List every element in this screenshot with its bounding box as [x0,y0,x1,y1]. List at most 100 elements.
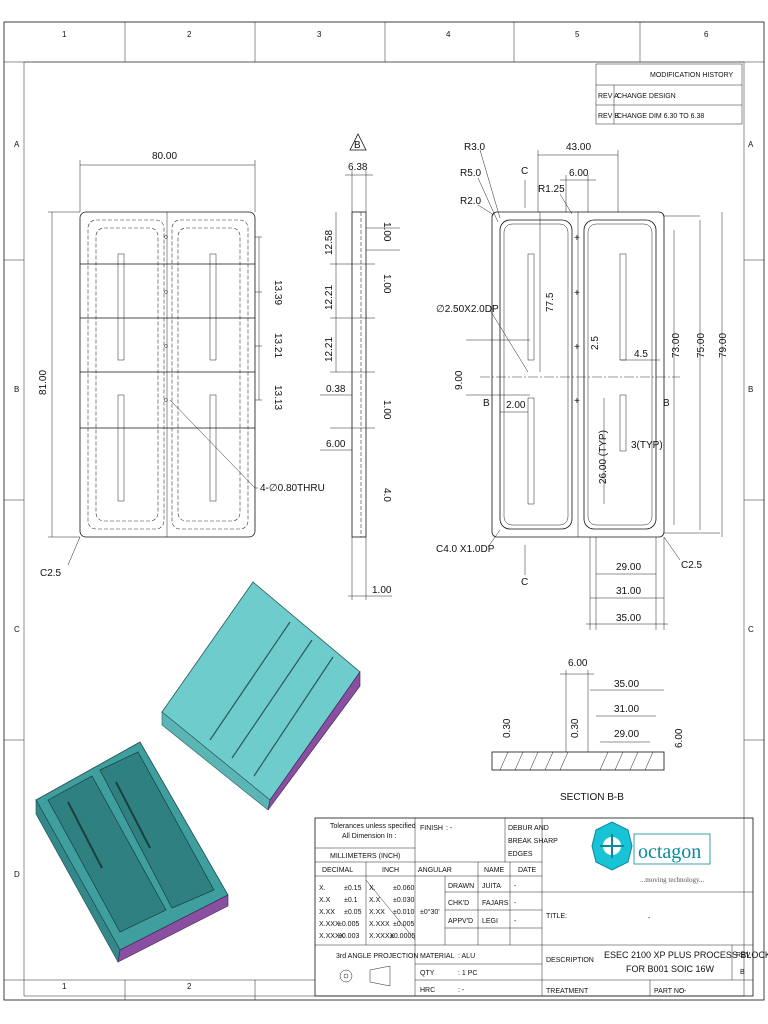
col-label-5: 5 [575,30,580,39]
title-val: - [648,915,651,922]
finish-label: FINISH [420,825,443,832]
dim-section-3: 12.21 [324,337,335,362]
bottom-col-label-1: 1 [62,982,67,991]
decimal-key-2: X.X [319,897,331,904]
material-val: : ALU [458,953,475,960]
decimal-key-1: X. [319,885,326,892]
role-drawn: DRAWN [448,883,474,890]
octagon-logo: octagon ...moving technology... [591,821,711,884]
finish-val: : - [446,825,453,832]
hdr-inch: INCH [382,867,399,874]
deburr-1: DEBUR AND [508,825,549,832]
label-c40: C4.0 X1.0DP [436,544,495,555]
col-label-6: 6 [704,30,709,39]
inch-key-3: X.XX [369,909,385,916]
hdr-name: NAME [484,867,505,874]
dim-038: 0.38 [326,384,346,395]
tolerance-note-2: All Dimension In : [342,833,397,840]
rev-a-text: CHANGE DESIGN [617,93,676,100]
inch-val-4: ±0.005 [393,921,414,928]
dim-900: 9.00 [454,370,465,390]
section-bb-view: 6.00 35.00 31.00 29.00 0.30 0.30 6.00 SE… [491,658,685,803]
dim-100-bottom: 1.00 [372,585,392,596]
angular-val: ±0°30' [420,908,440,916]
decimal-key-5: X.XXXX [319,933,345,940]
description-line-1: ESEC 2100 XP PLUS PROCESS BLOCK [604,950,768,960]
rev-label: REV [736,952,751,959]
projection-symbol-circle [339,969,353,983]
hrc-label: HRC [420,987,435,994]
name-approved: LEGI [482,918,498,925]
dim-7900: 79.00 [718,333,729,358]
role-approved: APPV'D [448,918,473,925]
dim-25: 2.5 [590,336,601,350]
partno-label: PART NO [654,988,685,995]
hrc-val: : - [458,987,465,994]
svg-text:+: + [574,288,580,299]
qty-label: QTY [420,970,435,977]
bb-dim-3100: 31.00 [614,704,639,715]
decimal-val-1: ±0.15 [344,885,362,892]
section-mark-b-right: B [663,398,670,409]
hdr-date: DATE [518,867,536,874]
label-r125: R1.25 [538,184,565,195]
label-c25-right: C2.5 [681,560,703,571]
label-r30: R3.0 [464,142,486,153]
dim-pitch-2: 13.21 [272,333,283,358]
dim-200: 2.00 [506,400,526,411]
dim-2900: 29.00 [616,562,641,573]
mod-history-title: MODIFICATION HISTORY [650,72,734,79]
decimal-val-4: ±0.005 [338,921,359,928]
date-approved: - [514,918,517,925]
col-label-2: 2 [187,30,192,39]
dim-height-81: 81.00 [38,370,49,395]
top-view: 80.00 81.00 13.39 13.21 13.13 4-∅0.80THR… [38,151,325,579]
dim-pitch-3: 13.13 [272,385,283,410]
decimal-key-3: X.XX [319,909,335,916]
dim-26-typ: 26.00 (TYP) [598,430,609,484]
bb-dim-3500: 35.00 [614,679,639,690]
section-marker-b: B [354,140,361,151]
title-block: Tolerances unless specified All Dimensio… [314,817,768,997]
qty-val: : 1 PC [458,970,477,977]
role-checked: CHK'D [448,900,469,907]
label-hole-dp: ∅2.50X2.0DP [436,304,499,315]
row-label-d-left: D [14,870,20,879]
rev-b-text: CHANGE DIM 6.30 TO 6.38 [617,113,704,120]
dim-775: 77.5 [545,292,556,312]
name-checked: FAJARS [482,900,509,907]
col-label-1: 1 [62,30,67,39]
inch-key-5: X.XXXX [369,933,395,940]
row-label-c-right: C [748,625,754,634]
inch-val-2: ±0.030 [393,897,414,904]
inch-val-1: ±0.060 [393,885,414,892]
bb-dim-600-right: 6.00 [674,728,685,748]
deburr-3: EDGES [508,851,533,858]
inch-key-1: X. [369,885,376,892]
label-holes: 4-∅0.80THRU [260,483,325,494]
dim-7500: 75.00 [696,333,707,358]
rev-b-label: REV B [598,113,619,120]
inch-key-2: X.X [369,897,381,904]
dim-45: 4.5 [634,349,648,360]
section-mark-c-top: C [521,166,528,177]
inch-val-5: ±0.0005 [390,933,415,940]
dim-section-r2: 1.00 [381,274,392,294]
treatment-label: TREATMENT [546,988,589,995]
row-label-b-right: B [748,385,753,394]
dim-600-top: 6.00 [569,168,589,179]
row-label-b-left: B [14,385,19,394]
row-label-a-left: A [14,140,20,149]
svg-text:+: + [574,233,580,244]
col-label-3: 3 [317,30,322,39]
description-label: DESCRIPTION [546,957,594,964]
svg-text:+: + [574,342,580,353]
right-view: ++ ++ 43.00 6.00 R3.0 R5.0 R2.0 R1.25 C … [436,142,729,630]
hdr-angular: ANGULAR [418,867,452,874]
decimal-key-4: X.XXX [319,921,340,928]
rev-a-label: REV A [598,93,619,100]
svg-text:+: + [574,396,580,407]
dim-43: 43.00 [566,142,591,153]
inch-val-3: ±0.010 [393,909,414,916]
